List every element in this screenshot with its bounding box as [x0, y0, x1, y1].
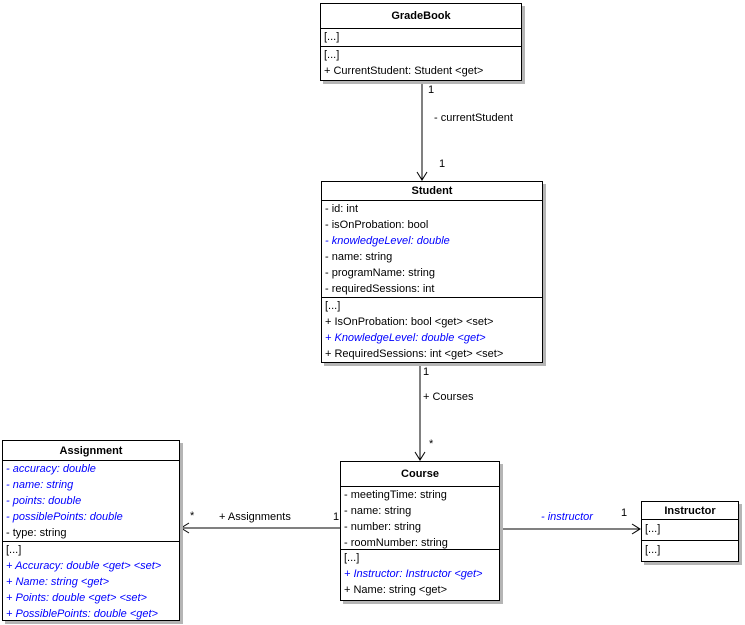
field-row: - name: string	[344, 505, 412, 517]
role-label-assignments[interactable]: + Assignments	[219, 511, 291, 523]
class-gradebook-fields: [...]	[321, 29, 521, 47]
member-row: [...]	[6, 544, 22, 556]
multiplicity-student-source-end[interactable]: 1	[423, 366, 430, 378]
field-row: - roomNumber: string	[344, 537, 448, 549]
class-student-title: Student	[322, 182, 542, 201]
class-instructor[interactable]: Instructor [...] [...]	[641, 501, 739, 562]
multiplicity-instructor-end[interactable]: 1	[621, 507, 628, 519]
class-course[interactable]: Course - meetingTime: string - name: str…	[340, 461, 500, 601]
field-row: - possiblePoints: double	[6, 511, 123, 523]
class-assignment-properties: [...] + Accuracy: double <get> <set> + N…	[3, 542, 179, 623]
open-arrowhead-down-icon	[414, 451, 426, 461]
member-row: + Instructor: Instructor <get>	[344, 568, 483, 580]
field-row: - number: string	[344, 521, 422, 533]
member-row: + CurrentStudent: Student <get>	[324, 65, 484, 77]
edge-gradebook-student[interactable]	[416, 81, 428, 181]
class-gradebook[interactable]: GradeBook [...] [...] + CurrentStudent: …	[320, 3, 522, 81]
field-row: - id: int	[325, 203, 359, 215]
edge-course-instructor[interactable]	[500, 523, 641, 535]
edge-course-assignment[interactable]	[180, 522, 340, 534]
member-row: + IsOnProbation: bool <get> <set>	[325, 316, 494, 328]
multiplicity-gradebook-end[interactable]: 1	[428, 84, 435, 96]
field-row: - isOnProbation: bool	[325, 219, 429, 231]
member-row: + Points: double <get> <set>	[6, 592, 147, 604]
class-student-fields: - id: int - isOnProbation: bool - knowle…	[322, 201, 542, 298]
class-student[interactable]: Student - id: int - isOnProbation: bool …	[321, 181, 543, 363]
field-row: [...]	[324, 31, 340, 43]
class-course-title: Course	[341, 462, 499, 487]
class-instructor-fields: [...]	[642, 520, 738, 541]
role-label-current-student[interactable]: - currentStudent	[434, 112, 513, 124]
class-gradebook-properties: [...] + CurrentStudent: Student <get>	[321, 47, 521, 80]
class-assignment[interactable]: Assignment - accuracy: double - name: st…	[2, 440, 180, 621]
open-arrowhead-down-icon	[416, 171, 428, 181]
field-row: [...]	[645, 523, 661, 535]
multiplicity-assignment-end[interactable]: *	[190, 510, 195, 522]
class-course-fields: - meetingTime: string - name: string - n…	[341, 487, 499, 550]
field-row: - name: string	[325, 251, 393, 263]
class-instructor-title: Instructor	[642, 502, 738, 520]
field-row: - type: string	[6, 527, 67, 539]
member-row: [...]	[645, 544, 661, 556]
field-row: - programName: string	[325, 267, 436, 279]
member-row: + PossiblePoints: double <get>	[6, 608, 158, 620]
edge-student-course[interactable]	[414, 362, 426, 461]
member-row: + Name: string <get>	[6, 576, 110, 588]
role-label-courses[interactable]: + Courses	[423, 391, 474, 403]
field-row: - knowledgeLevel: double	[325, 235, 450, 247]
field-row: - meetingTime: string	[344, 489, 447, 501]
field-row: - accuracy: double	[6, 463, 96, 475]
class-assignment-fields: - accuracy: double - name: string - poin…	[3, 461, 179, 542]
open-arrowhead-left-icon	[180, 522, 190, 534]
class-course-properties: [...] + Instructor: Instructor <get> + N…	[341, 550, 499, 599]
member-row: + KnowledgeLevel: double <get>	[325, 332, 486, 344]
class-gradebook-title: GradeBook	[321, 4, 521, 29]
class-assignment-title: Assignment	[3, 441, 179, 461]
member-row: + Accuracy: double <get> <set>	[6, 560, 162, 572]
class-student-properties: [...] + IsOnProbation: bool <get> <set> …	[322, 298, 542, 363]
class-instructor-properties: [...]	[642, 541, 738, 559]
member-row: + Name: string <get>	[344, 584, 448, 596]
multiplicity-course-end[interactable]: *	[429, 438, 434, 450]
member-row: [...]	[325, 300, 341, 312]
member-row: [...]	[324, 49, 340, 61]
member-row: [...]	[344, 552, 360, 564]
multiplicity-course-source-end[interactable]: 1	[333, 511, 340, 523]
open-arrowhead-right-icon	[631, 523, 641, 535]
field-row: - name: string	[6, 479, 74, 491]
field-row: - points: double	[6, 495, 82, 507]
member-row: + RequiredSessions: int <get> <set>	[325, 348, 504, 360]
role-label-instructor[interactable]: - instructor	[541, 511, 593, 523]
field-row: - requiredSessions: int	[325, 283, 435, 295]
multiplicity-student-end[interactable]: 1	[439, 158, 446, 170]
